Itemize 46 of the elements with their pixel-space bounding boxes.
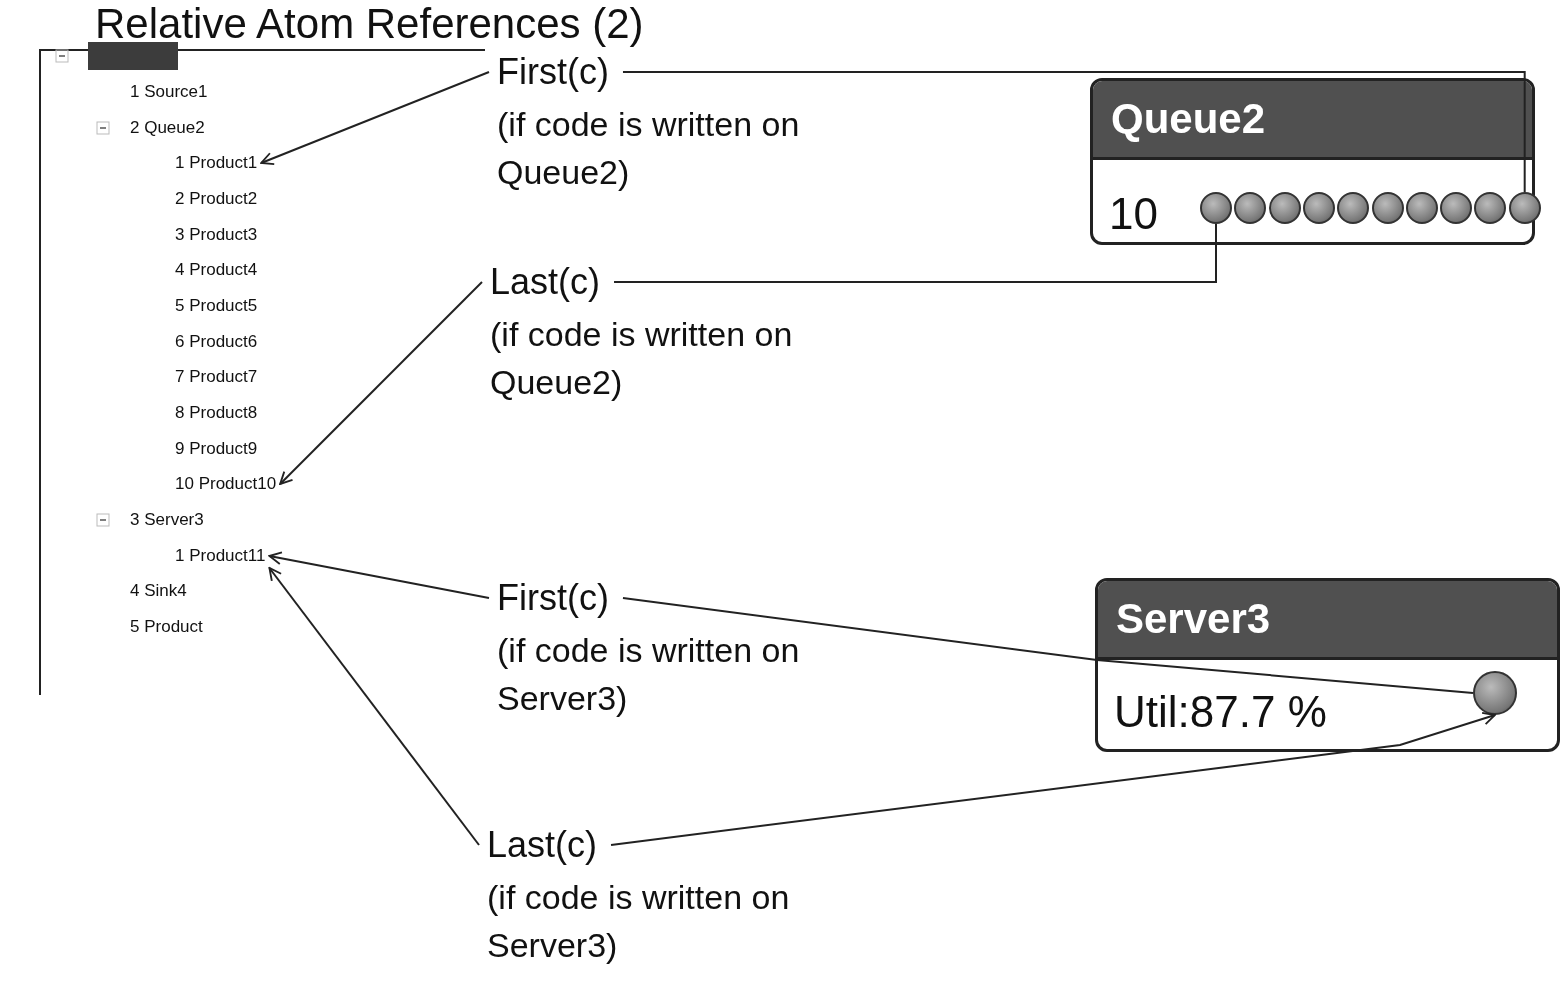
tree-item: 7 Product7 [175,367,258,387]
tree-item: 3 Product3 [175,225,258,245]
reference-function: First(c) [497,52,609,92]
entity-ball [1371,192,1404,224]
entity-ball [1474,192,1507,224]
slide-title: Relative Atom References (2) [95,0,644,48]
entity-ball [1508,192,1541,224]
tree-item: 1 Product11 [175,546,266,566]
connector-arrow [610,712,1496,846]
tree-item: 9 Product9 [175,439,258,459]
block-title-bar: Queue2 [1093,81,1532,160]
tree-item: 5 Product [130,617,203,637]
entity-ball [1337,192,1370,224]
tree-item: 8 Product8 [175,403,258,423]
entity-ball [1200,192,1232,224]
tree-item: 5 Product5 [175,296,258,316]
tree-item: 2 Queue2 [130,118,205,138]
tree-item: 10 Product10 [175,474,277,494]
connector-arrow [279,281,483,485]
connector-arrow [260,71,490,165]
tree-item: 2 Product2 [175,189,258,209]
tree-item: 4 Sink4 [130,581,187,601]
connector-arrow [268,567,480,846]
connector-arrow [268,551,490,599]
entity-ball [1234,192,1267,224]
code-location-note: (if code is written on Queue2) [490,314,794,403]
utilization-readout: Util:87.7 % [1114,687,1327,737]
entity-ball [1440,192,1473,224]
code-location-note: (if code is written on Server3) [487,877,791,966]
reference-function: Last(c) [490,262,601,302]
queue-length: 10 [1109,189,1158,239]
code-location-note: (if code is written on Queue2) [497,104,801,193]
server-block [1095,578,1560,752]
entity-ball [1473,671,1517,715]
tree-item: 1 Source1 [130,82,208,102]
reference-function: Last(c) [487,825,598,865]
entity-ball [1302,192,1335,224]
tree-item: 4 Product4 [175,260,258,280]
reference-function: First(c) [497,578,609,618]
entity-ball [1268,192,1301,224]
tree-item: 6 Product6 [175,332,258,352]
tree-item: 3 Server3 [130,510,204,530]
code-location-note: (if code is written on Server3) [497,630,801,719]
block-title-bar: Server3 [1098,581,1557,660]
entity-ball [1405,192,1438,224]
tree-item: 1 Product1 [175,153,258,173]
